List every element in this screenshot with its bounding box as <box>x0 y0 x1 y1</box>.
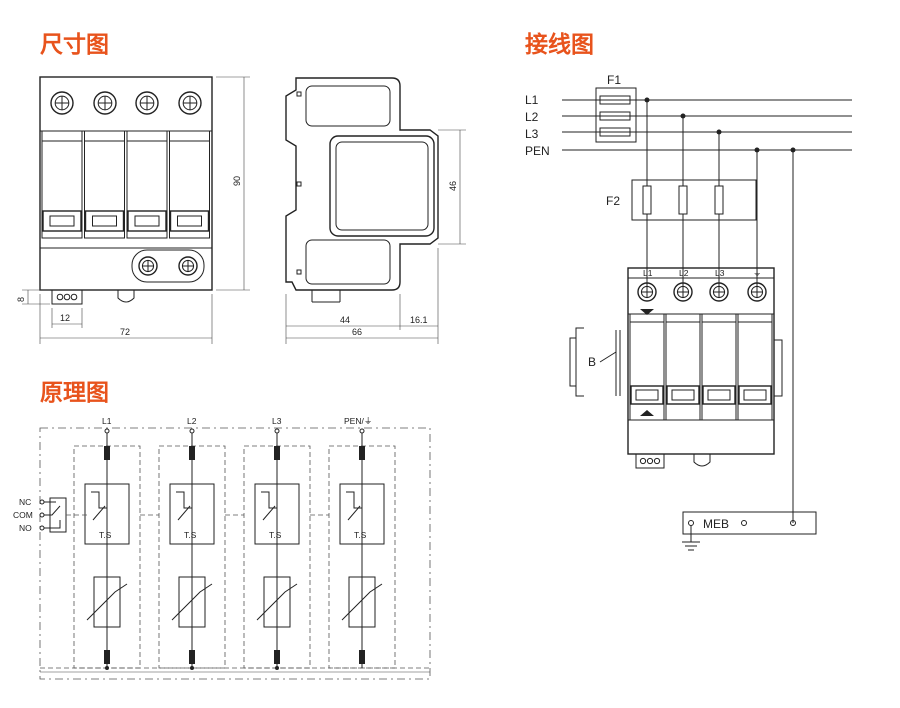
dim-terminal: 12 <box>60 313 70 323</box>
wiring-module-2 <box>665 313 701 421</box>
dim-side-depth: 66 <box>352 327 362 337</box>
wiring-screw-2 <box>673 282 693 302</box>
dim-side-height: 46 <box>448 181 458 191</box>
side-dimensions: 46 44 16.1 66 <box>285 129 466 344</box>
pole-label-1: L1 <box>102 416 112 426</box>
title-principle: 原理图 <box>40 380 109 406</box>
wiring-module-4 <box>737 313 773 421</box>
ts-label-4: T.S <box>354 530 367 540</box>
title-wiring: 接线图 <box>525 31 594 58</box>
meb-label: MEB <box>703 517 729 531</box>
pole-label-3: L3 <box>272 416 282 426</box>
wiring-screw-4 <box>747 282 767 302</box>
wiring-terminal-l1: L1 <box>643 268 653 278</box>
fuse-f1-label: F1 <box>607 73 621 87</box>
wiring-terminal-l3: L3 <box>715 268 725 278</box>
contact-nc: NC <box>19 497 31 507</box>
wiring-module-1 <box>629 313 665 421</box>
dim-width: 72 <box>120 327 130 337</box>
wiring-line-pen: PEN <box>525 144 550 158</box>
pole-1: L1T.S <box>73 416 159 670</box>
wiring-screw-3 <box>709 282 729 302</box>
contact-no: NO <box>19 523 32 533</box>
wiring-module-3 <box>701 313 737 421</box>
side-view <box>285 77 439 303</box>
wiring-line-l3: L3 <box>525 127 539 141</box>
front-screw-6 <box>178 256 198 276</box>
ts-label-3: T.S <box>269 530 282 540</box>
front-screw-5 <box>138 256 158 276</box>
front-module-2 <box>84 130 125 239</box>
wiring-diagram: L1 L2 L3 PEN F1 F2 L1 <box>525 73 852 551</box>
dim-side-b: 16.1 <box>410 315 428 325</box>
wiring-line-l1: L1 <box>525 93 539 107</box>
front-module-1 <box>41 130 83 239</box>
wiring-terminal-pe: ⏚ <box>753 268 762 278</box>
wiring-screw-1 <box>637 282 657 302</box>
front-screw-4 <box>178 91 202 115</box>
fuse-f2-label: F2 <box>606 194 620 208</box>
wiring-line-l2: L2 <box>525 110 539 124</box>
front-dimensions: 90 72 12 8 <box>16 76 250 344</box>
pole-label-2: L2 <box>187 416 197 426</box>
pole-3: L3T.S <box>243 416 329 670</box>
front-screw-1 <box>50 91 74 115</box>
pole-2: L2T.S <box>158 416 244 670</box>
dim-terminal-height: 8 <box>16 297 26 302</box>
front-module-4 <box>169 130 210 239</box>
pole-label-4: PEN/⏚ <box>344 416 372 426</box>
title-dimension: 尺寸图 <box>40 32 109 58</box>
front-module-3 <box>126 130 168 239</box>
dim-height: 90 <box>232 176 242 186</box>
front-screw-2 <box>93 91 117 115</box>
pole-4: PEN/⏚ T.S <box>328 416 396 669</box>
ts-label-2: T.S <box>184 530 197 540</box>
ts-label-1: T.S <box>99 530 112 540</box>
wiring-terminal-l2: L2 <box>679 268 689 278</box>
dim-side-a: 44 <box>340 315 350 325</box>
front-screw-3 <box>135 91 159 115</box>
front-view <box>39 76 213 305</box>
contact-com: COM <box>13 510 33 520</box>
din-rail-label: B <box>588 355 596 369</box>
